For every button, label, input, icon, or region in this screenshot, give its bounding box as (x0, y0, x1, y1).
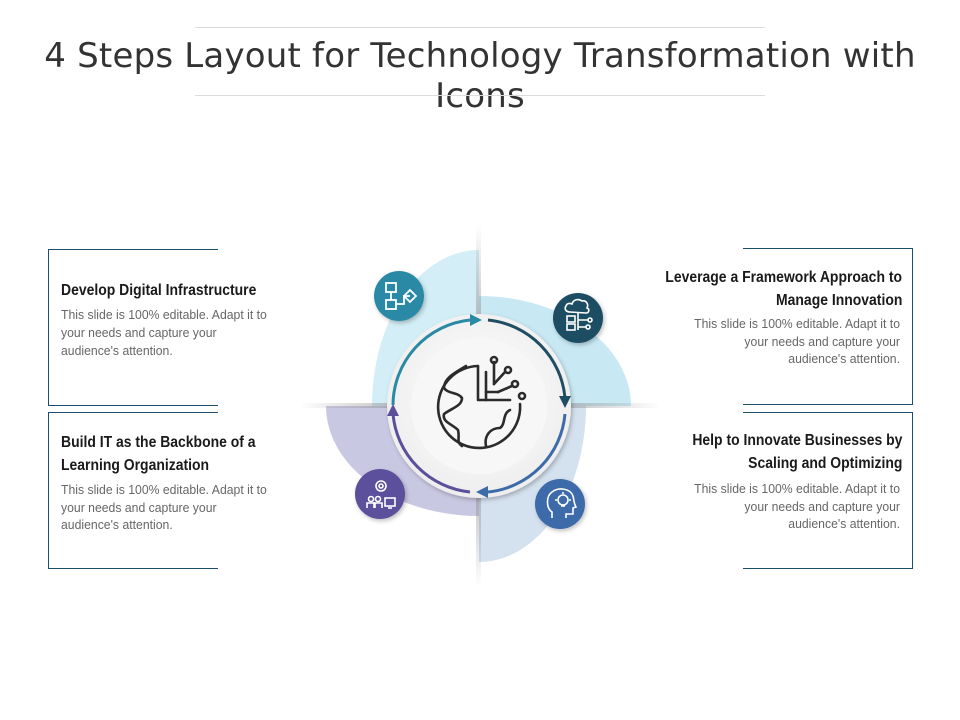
title-rule-top (195, 27, 765, 28)
cloud-network-icon (564, 298, 593, 331)
step-card-4 (743, 412, 913, 569)
step-1-icon-badge (374, 271, 424, 321)
title-rule-bottom (195, 95, 765, 96)
step-3-heading-line-1: Build IT as the Backbone of a (61, 434, 256, 451)
step-card-1 (48, 249, 218, 406)
page-title: 4 Steps Layout for Technology Transforma… (44, 36, 916, 116)
cycle-arrows (391, 318, 567, 494)
step-card-2 (743, 248, 913, 405)
step-4-body-line-2: your needs and capture your (744, 499, 900, 514)
cycle-arrowheads (387, 314, 571, 498)
flowchart-icon (385, 282, 418, 310)
step-2-body-line-2: your needs and capture your (744, 334, 900, 349)
digital-globe-icon (436, 355, 527, 450)
step-4-heading-line-2: Scaling and Optimizing (747, 455, 902, 472)
step-3-icon-badge (355, 469, 405, 519)
step-3-heading-line-2: Learning Organization (61, 457, 210, 474)
step-1-body-line-1: This slide is 100% editable. Adapt it to (61, 307, 267, 322)
step-3-body-line-1: This slide is 100% editable. Adapt it to (61, 482, 267, 497)
step-2-body-line-3: audience's attention. (788, 351, 900, 366)
center-inner-disc (411, 338, 547, 474)
step-card-3 (48, 412, 218, 569)
step-4-body-line-3: audience's attention. (788, 516, 900, 531)
step-2-body-line-1: This slide is 100% editable. Adapt it to (694, 316, 900, 331)
step-1-heading: Develop Digital Infrastructure (61, 282, 257, 299)
team-learning-icon (366, 480, 396, 509)
step-4-heading-line-1: Help to Innovate Businesses by (691, 432, 902, 449)
step-3-body-line-2: your needs and capture your (61, 500, 217, 515)
step-2-heading-line-1: Leverage a Framework Approach to (665, 269, 902, 286)
step-2-icon-badge (553, 293, 603, 343)
innovation-head-icon (546, 488, 578, 518)
step-2-heading-line-2: Manage Innovation (775, 292, 902, 309)
step-3-body-line-3: audience's attention. (61, 517, 173, 532)
step-4-icon-badge (535, 479, 585, 529)
step-1-body-line-3: audience's attention. (61, 343, 173, 358)
step-1-body-line-2: your needs and capture your (61, 325, 217, 340)
step-4-body-line-1: This slide is 100% editable. Adapt it to (694, 481, 900, 496)
